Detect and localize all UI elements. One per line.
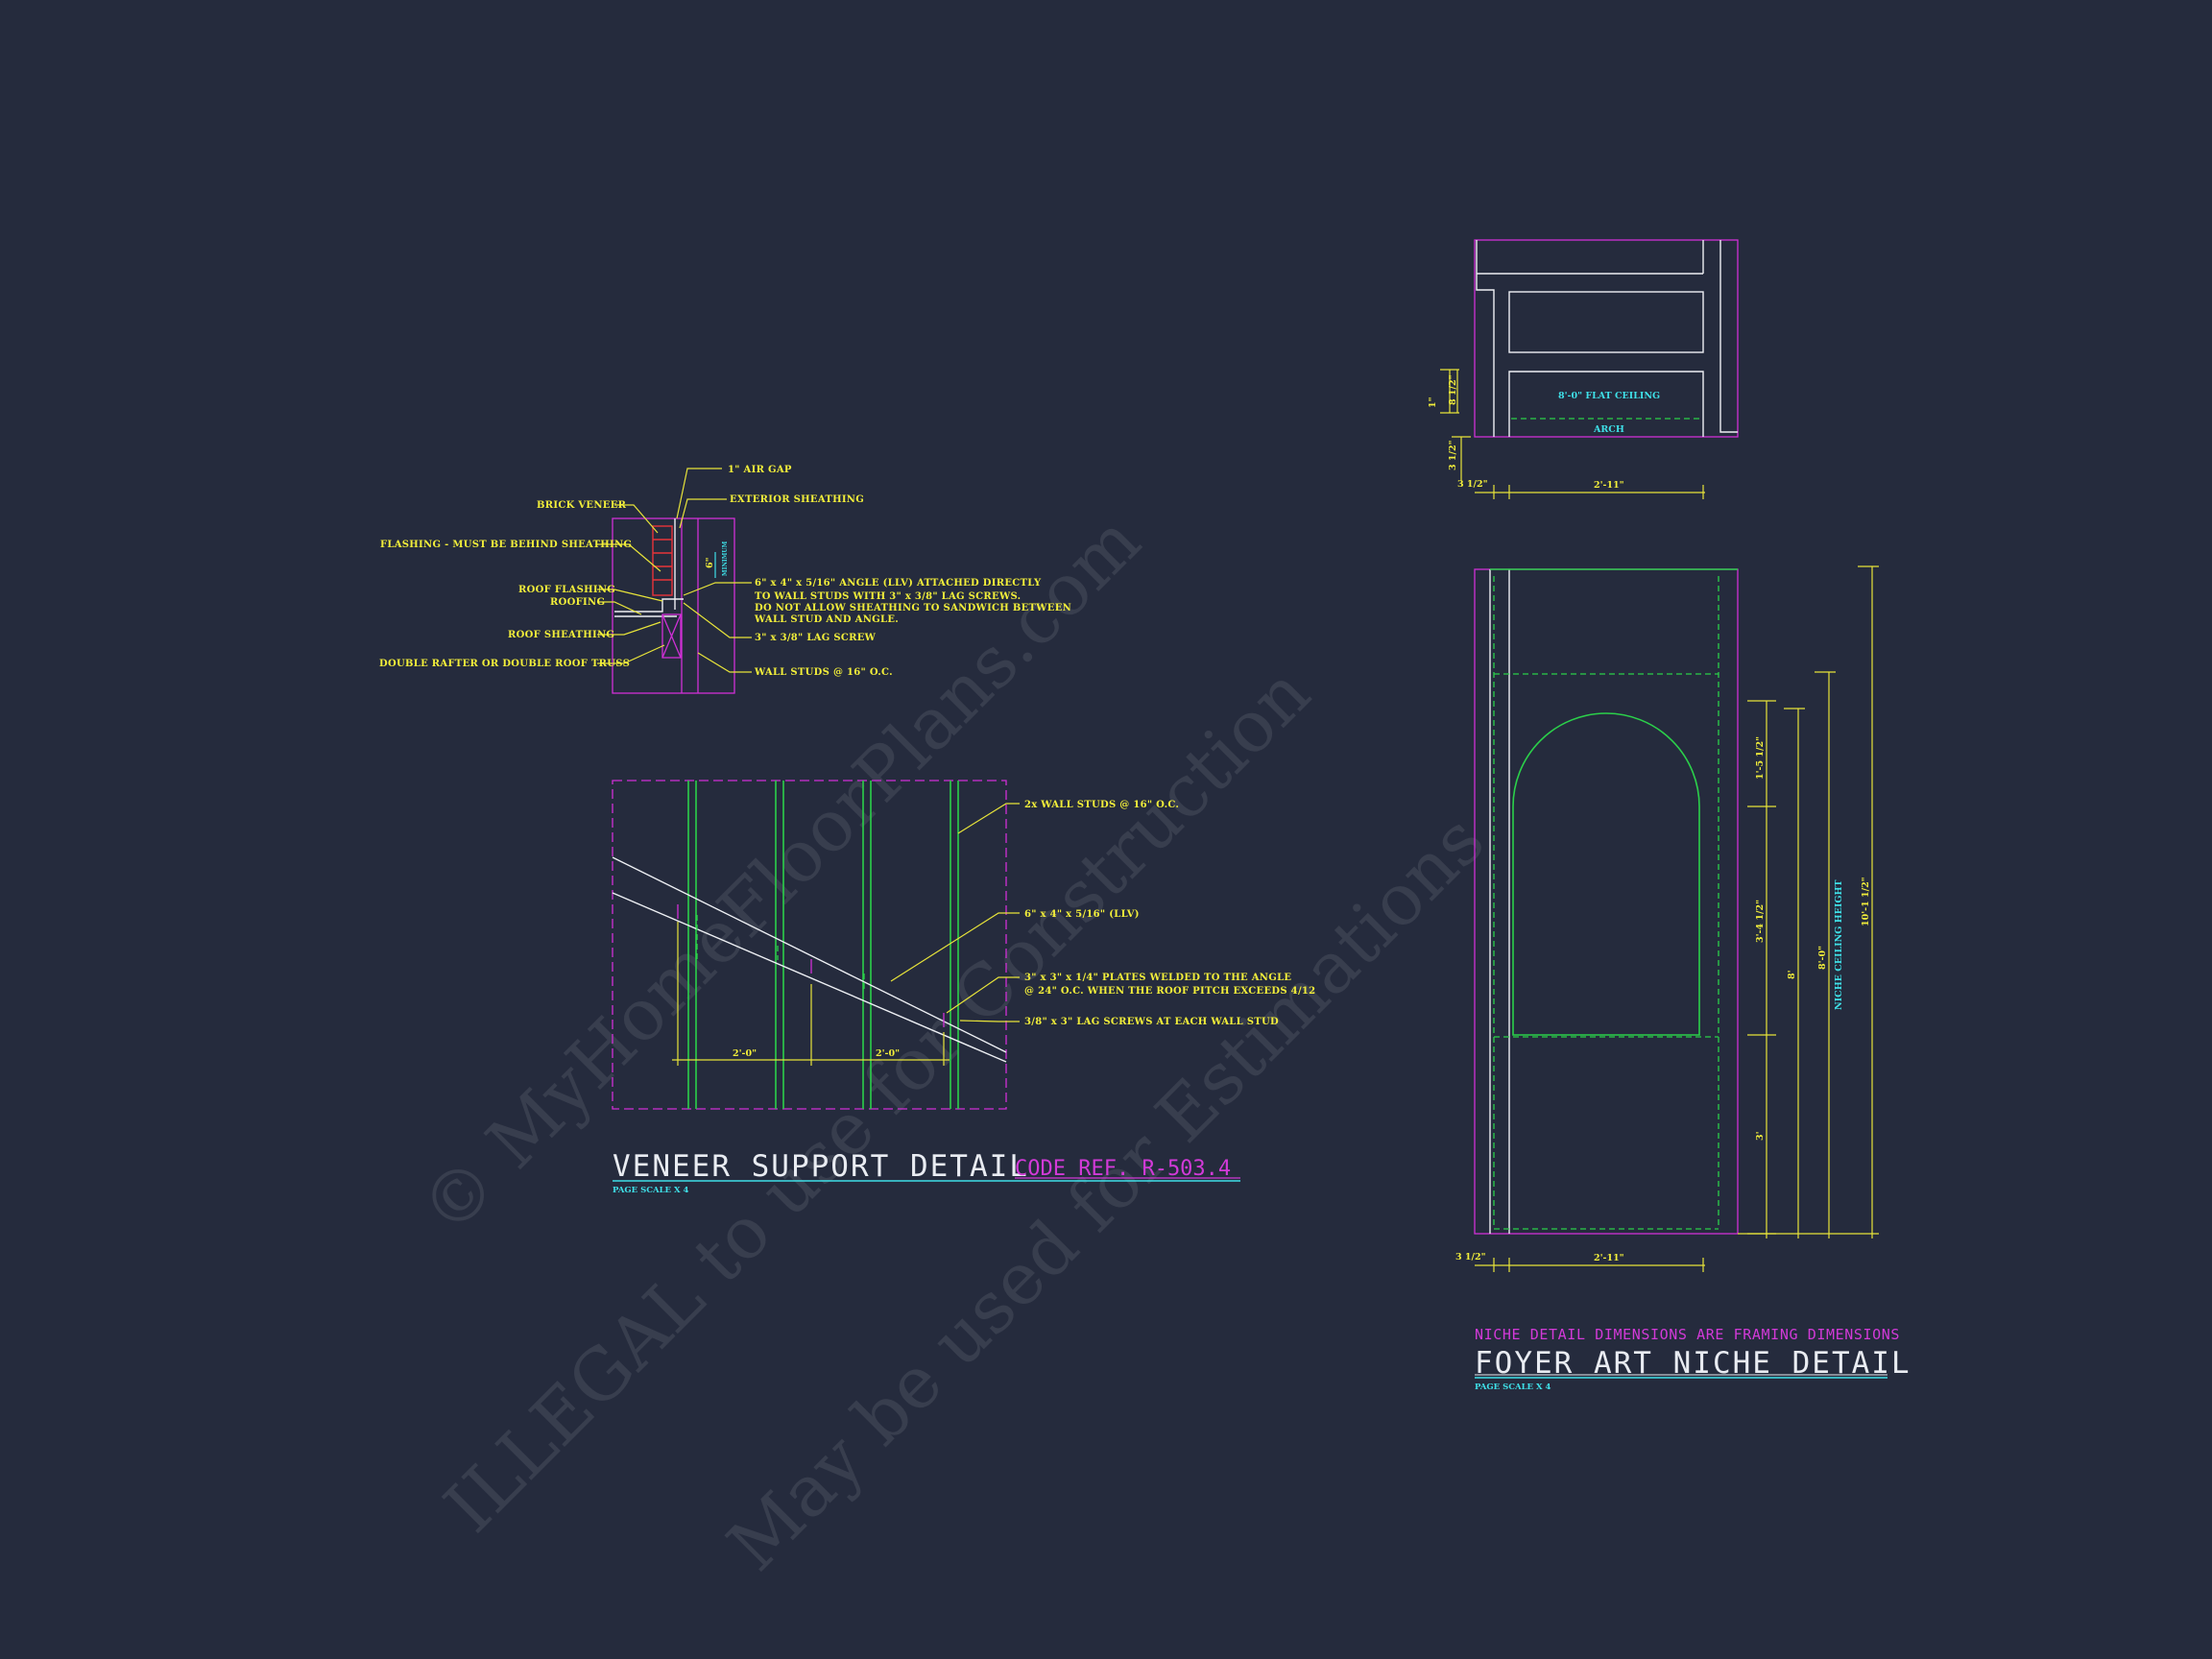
label-wall-studs: WALL STUDS @ 16" O.C.: [754, 667, 893, 678]
dim-plan-width: 2'-11": [1594, 480, 1624, 491]
dim-total-height: 10'-1 1/2": [1861, 877, 1871, 926]
roof-line: [612, 856, 1007, 1053]
label-2x-studs: 2x WALL STUDS @ 16" O.C.: [1024, 800, 1179, 810]
rafter-section: [661, 613, 682, 659]
label-arch: ARCH: [1593, 424, 1624, 435]
angle-note-line-2: TO WALL STUDS WITH 3" x 3/8" LAG SCREWS.: [755, 591, 1021, 602]
label-flashing: FLASHING - MUST BE BEHIND SHEATHING: [380, 540, 632, 550]
angle-line: [612, 892, 1007, 1063]
framing-note: NICHE DETAIL DIMENSIONS ARE FRAMING DIME…: [1475, 1326, 1900, 1343]
label-plates-line-1: 3" x 3" x 1/4" PLATES WELDED TO THE ANGL…: [1024, 973, 1291, 983]
niche-plan-detail: 8'-0" FLAT CEILING ARCH 1" 8 1/2" 3 1/2"…: [1428, 239, 1739, 499]
dim-side-3-half: 3 1/2": [1455, 1252, 1486, 1262]
label-exterior-sheathing: EXTERIOR SHEATHING: [730, 494, 864, 505]
dim-middle-height: 3'-4 1/2": [1755, 900, 1766, 943]
veneer-scale: PAGE SCALE X 4: [613, 1186, 689, 1195]
dim-6-inch: 6": [705, 557, 715, 568]
niche-title: FOYER ART NICHE DETAIL: [1475, 1346, 1911, 1381]
dim-elevation-width: 2'-11": [1594, 1253, 1624, 1263]
plan-boundary: [1474, 239, 1739, 438]
veneer-elevation-detail: 2'-0" 2'-0" 2x WALL STUDS @ 16" O.C. 6" …: [612, 780, 1315, 1195]
dim-8-ft: 8': [1787, 970, 1797, 979]
dim-8-half: 8 1/2": [1448, 374, 1458, 405]
label-brick-veneer: BRICK VENEER: [537, 500, 627, 511]
niche-elevation-detail: 1'-5 1/2" 3'-4 1/2" 3' 8' 8'-0" NICHE CE…: [1455, 565, 1911, 1392]
label-rafter: DOUBLE RAFTER OR DOUBLE ROOF TRUSS: [379, 659, 630, 669]
dim-3-half-vertical: 3 1/2": [1448, 440, 1458, 470]
label-roof-sheathing: ROOF SHEATHING: [508, 630, 614, 640]
dim-base-height: 3': [1755, 1131, 1766, 1141]
elevation-boundary: [1474, 568, 1739, 1235]
dim-arch-height: 1'-5 1/2": [1755, 736, 1766, 780]
niche-arch-opening: [1512, 712, 1700, 1036]
niche-scale: PAGE SCALE X 4: [1475, 1382, 1551, 1392]
veneer-section-detail: 1" AIR GAP BRICK VENEER EXTERIOR SHEATHI…: [379, 465, 1071, 694]
label-roof-flashing: ROOF FLASHING: [518, 585, 615, 595]
label-roofing: ROOFING: [550, 597, 605, 608]
brick-veneer-hatch: [652, 525, 673, 596]
label-plates-line-2: @ 24" O.C. WHEN THE ROOF PITCH EXCEEDS 4…: [1024, 986, 1315, 997]
label-lag-screw: 3" x 3/8" LAG SCREW: [755, 633, 877, 643]
dim-minimum: MINIMUM: [722, 541, 729, 576]
dim-2ft-b: 2'-0": [876, 1048, 900, 1059]
label-flat-ceiling: 8'-0" FLAT CEILING: [1558, 391, 1660, 401]
dim-1-inch: 1": [1428, 397, 1438, 408]
label-angle-size: 6" x 4" x 5/16" (LLV): [1024, 909, 1140, 920]
code-reference: CODE REF. R-503.4: [1015, 1157, 1231, 1181]
dim-3-half-horizontal: 3 1/2": [1457, 479, 1488, 490]
angle-note-line-3: DO NOT ALLOW SHEATHING TO SANDWICH BETWE…: [755, 603, 1071, 613]
veneer-title: VENEER SUPPORT DETAIL: [613, 1149, 1029, 1184]
elevation-boundary: [612, 780, 1007, 1110]
angle-note-line-1: 6" x 4" x 5/16" ANGLE (LLV) ATTACHED DIR…: [755, 578, 1042, 589]
label-air-gap: 1" AIR GAP: [728, 465, 792, 475]
dim-2ft-a: 2'-0": [733, 1048, 757, 1059]
label-niche-ceiling-height: NICHE CEILING HEIGHT: [1834, 879, 1844, 1010]
dim-8-0: 8'-0": [1817, 946, 1828, 970]
label-lag-screws: 3/8" x 3" LAG SCREWS AT EACH WALL STUD: [1024, 1017, 1279, 1027]
section-boundary: [612, 517, 735, 694]
angle-note-line-4: WALL STUD AND ANGLE.: [754, 614, 899, 625]
